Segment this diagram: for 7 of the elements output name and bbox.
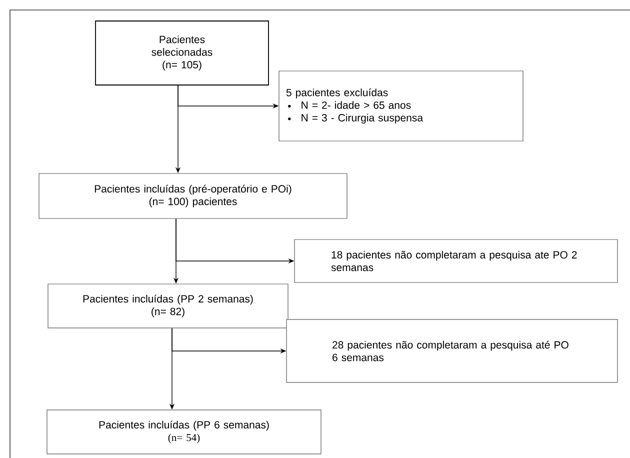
process-box: Pacientes incluídas (PP 2 semanas) (n= 82) (48, 284, 288, 328)
process-box: Pacientes incluídas (pré-operatório e POi) (n= 100) pacientes (38, 173, 348, 219)
process-box: Pacientes selecionadas (n= 105) (95, 20, 269, 86)
process-box: 5 pacientes excluídas N = 2- idade > 65 anos N = 3 - Cirurgia suspensa (278, 70, 524, 142)
process-box: 28 pacientes não completaram a pesquisa até PO 6 semanas (286, 319, 618, 383)
process-box: 18 pacientes não completaram a pesquisa ate PO 2 semanas (294, 239, 618, 283)
process-box: Pacientes incluídas (PP 6 semanas) (n= 54) (46, 410, 322, 454)
